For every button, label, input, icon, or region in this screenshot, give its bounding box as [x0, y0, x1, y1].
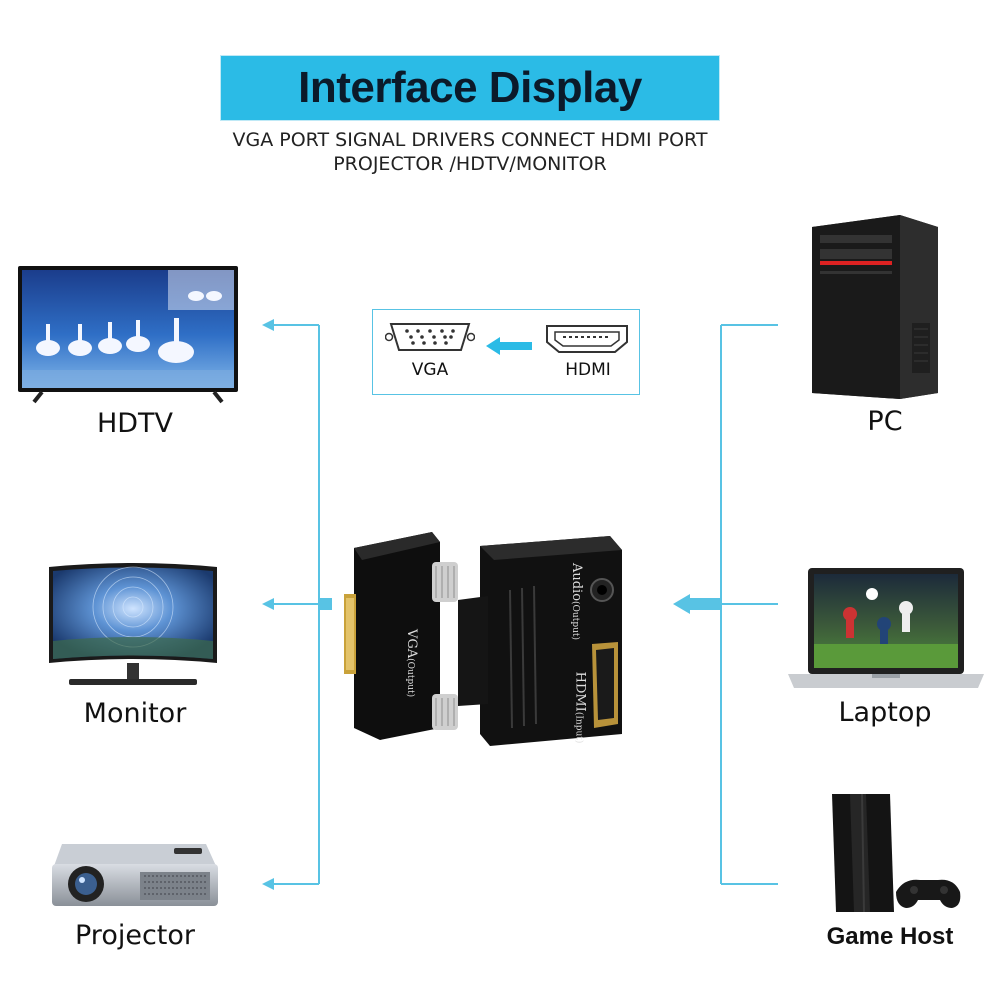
vga-hdmi-adapter-image: [344, 532, 622, 746]
hdmi-label: HDMI: [565, 360, 611, 380]
adapter-vga-text: VGA: [404, 629, 419, 659]
laptop-image: [788, 568, 984, 688]
monitor-image: [49, 563, 217, 685]
output-label-monitor: Monitor: [83, 698, 187, 729]
input-label-pc: PC: [867, 406, 903, 437]
adapter-hdmi-text: HDMI: [572, 671, 588, 712]
projector-image: [52, 844, 218, 906]
adapter-audio-sub: (Output): [570, 601, 581, 641]
vga-connector-icon: [385, 323, 475, 351]
input-label-laptop: Laptop: [838, 697, 932, 728]
game-console-image: [832, 793, 961, 913]
adapter-hdmi-label: HDMI(Input): [572, 672, 587, 744]
pc-tower-image: [812, 215, 938, 399]
vga-label: VGA: [411, 360, 449, 380]
output-label-projector: Projector: [75, 920, 195, 951]
conversion-diagram: VGA HDMI: [372, 309, 640, 395]
adapter-audio-text: Audio: [569, 562, 585, 602]
hdtv-image: [18, 266, 238, 404]
output-label-hdtv: HDTV: [96, 408, 174, 439]
input-label-game-host: Game Host: [826, 923, 954, 950]
adapter-audio-label: Audio(Output): [569, 563, 584, 640]
adapter-vga-label: VGA(Output): [349, 629, 419, 697]
arrow-left-icon: [486, 337, 532, 355]
adapter-hdmi-sub: (Input): [573, 711, 584, 744]
subtitle-line-1: VGA PORT SIGNAL DRIVERS CONNECT HDMI POR…: [232, 129, 708, 151]
hdmi-connector-icon: [546, 325, 628, 353]
adapter-vga-sub: (Output): [405, 658, 415, 698]
title-banner: Interface Display: [220, 55, 720, 121]
subtitle-line-2: PROJECTOR /HDTV/MONITOR: [333, 153, 607, 175]
subtitle: VGA PORT SIGNAL DRIVERS CONNECT HDMI POR…: [180, 128, 760, 176]
page-title: Interface Display: [298, 63, 642, 112]
